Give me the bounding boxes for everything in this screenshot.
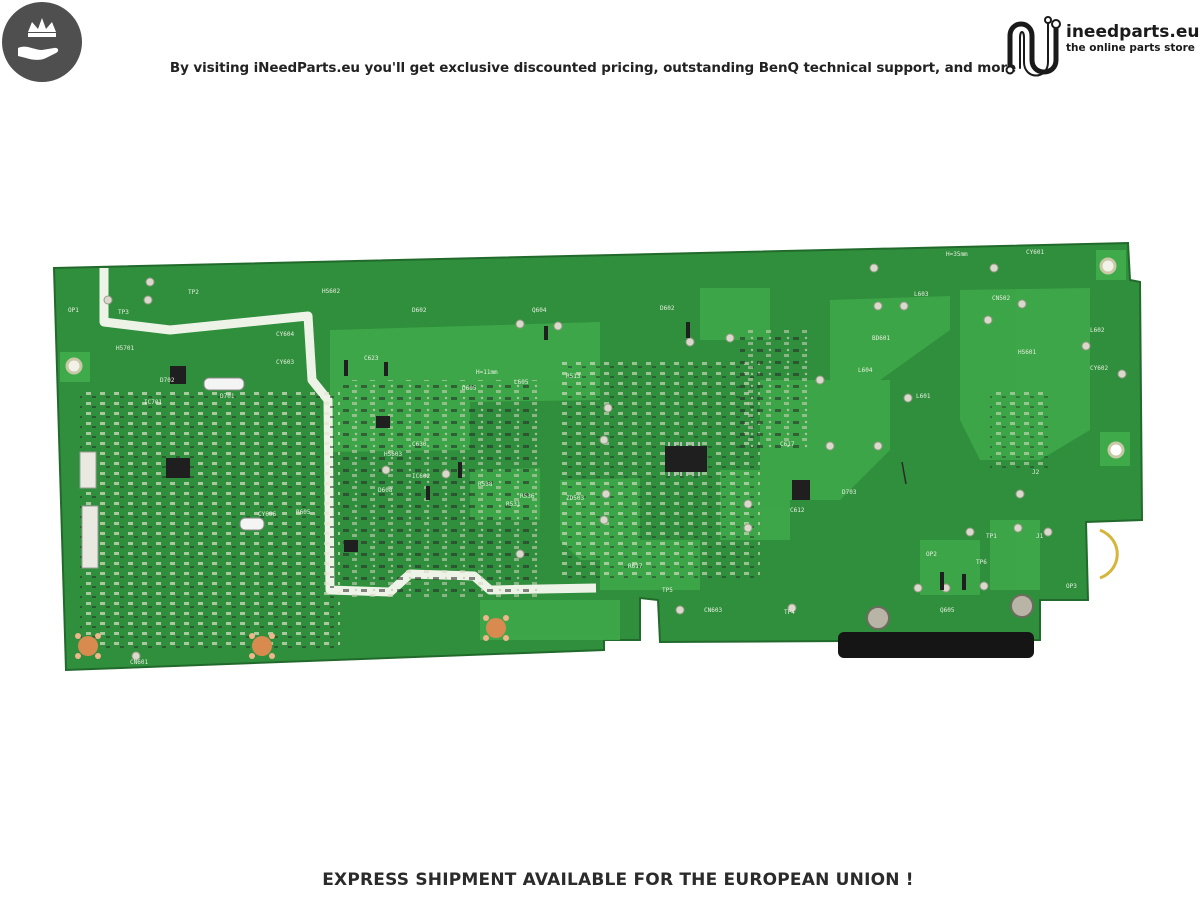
silkscreen-label: HS602 (322, 288, 340, 295)
silkscreen-label: J2 (1032, 469, 1040, 476)
silkscreen-label: TP4 (784, 609, 795, 616)
circuit-n-logo-icon (1005, 16, 1061, 77)
shipping-notice: EXPRESS SHIPMENT AVAILABLE FOR THE EUROP… (322, 870, 914, 890)
silkscreen-label: CN502 (992, 295, 1010, 302)
silkscreen-label: L605 (514, 379, 529, 386)
silkscreen-label: CN601 (130, 659, 148, 666)
silkscreen-label: TP3 (118, 309, 129, 316)
silkscreen-label: OP2 (926, 551, 937, 558)
silkscreen-label: R617 (628, 563, 643, 570)
silkscreen-label: H=35mm (946, 251, 968, 258)
brand-slogan: the online parts store (1066, 42, 1195, 54)
silkscreen-label: TP5 (662, 587, 673, 594)
silkscreen-label: OP1 (68, 307, 79, 314)
silkscreen-label: CY603 (276, 359, 294, 366)
silkscreen-label: HS601 (1018, 349, 1036, 356)
silkscreen-label: R536 (520, 493, 535, 500)
silkscreen-label: Q605 (940, 607, 955, 614)
silkscreen-label: R513 (566, 373, 581, 380)
silkscreen-label: H=11mm (476, 369, 498, 376)
silkscreen-label: OP3 (1066, 583, 1077, 590)
silkscreen-label: D702 (160, 377, 175, 384)
silkscreen-label: D701 (220, 393, 235, 400)
silkscreen-label: C617 (780, 441, 795, 448)
silkscreen-label: Q604 (532, 307, 547, 314)
silkscreen-label: ZD503 (566, 495, 584, 502)
silkscreen-label: L602 (1090, 327, 1105, 334)
silkscreen-label: TP2 (188, 289, 199, 296)
silkscreen-label: C630 (412, 441, 427, 448)
silkscreen-label: HS603 (384, 451, 402, 458)
silkscreen-label: L604 (858, 367, 873, 374)
silkscreen-label: IC602 (412, 473, 430, 480)
silkscreen-label: R605 (296, 509, 311, 516)
silkscreen-label: D602 (660, 305, 675, 312)
silkscreen-label: CY604 (276, 331, 294, 338)
silkscreen-label: D608 (378, 487, 393, 494)
silkscreen-label: BD601 (872, 335, 890, 342)
brand-logo[interactable] (1000, 2, 1196, 80)
silkscreen-label: L601 (916, 393, 931, 400)
silkscreen-label: CY602 (1090, 365, 1108, 372)
header-tagline: By visiting iNeedParts.eu you'll get exc… (169, 60, 1017, 76)
silkscreen-label: R531 (506, 501, 521, 508)
silkscreen-label: J1 (1036, 533, 1044, 540)
silkscreen-label: L603 (914, 291, 929, 298)
silkscreen-label: D703 (842, 489, 857, 496)
silkscreen-label: CY601 (1026, 249, 1044, 256)
silkscreen-label: D605 (462, 385, 477, 392)
silkscreen-label: TP6 (976, 559, 987, 566)
silkscreen-label: H5701 (116, 345, 134, 352)
silkscreen-label: CN603 (704, 607, 722, 614)
silkscreen-label: R538 (478, 481, 493, 488)
silkscreen-label: C612 (790, 507, 805, 514)
silkscreen-label: IC701 (144, 399, 162, 406)
crown-on-hand-icon[interactable] (2, 2, 82, 82)
brand-name[interactable]: ineedparts.eu (1066, 22, 1200, 42)
silkscreen-label: D602 (412, 307, 427, 314)
silkscreen-label: CY606 (258, 511, 276, 518)
silkscreen-label: TP1 (986, 533, 997, 540)
silkscreen-label: C623 (364, 355, 379, 362)
